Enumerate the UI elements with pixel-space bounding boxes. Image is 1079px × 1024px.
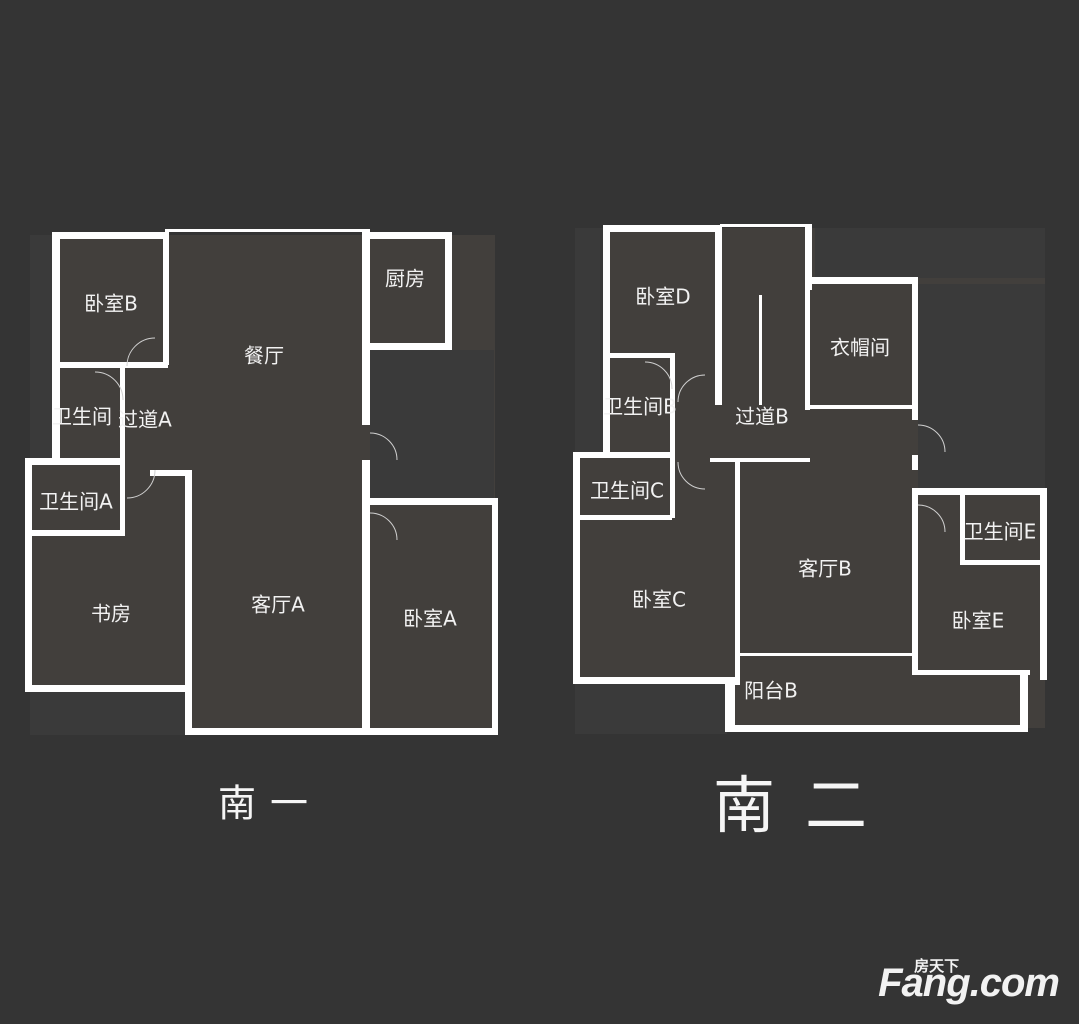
fang-watermark: 房天下 Fang.com [878, 958, 1060, 1006]
room-label-bathroom-c: 卫生间C [590, 478, 664, 503]
room-label-balcony-b: 阳台B [744, 678, 798, 703]
door-swings [94, 337, 946, 541]
walls-south-one [25, 229, 498, 735]
room-label-kitchen: 厨房 [385, 266, 425, 291]
room-label-corridor-b: 过道B [735, 404, 789, 429]
plan-title-south-two: 南二 [712, 769, 898, 842]
room-label-bedroom-c: 卧室C [632, 587, 686, 612]
room-label-bedroom-e: 卧室E [951, 608, 1005, 633]
room-label-bedroom-a: 卧室A [403, 606, 457, 631]
room-label-bathroom-b: 卫生间B [603, 394, 677, 419]
watermark-brand: Fang.com [878, 961, 1060, 1005]
room-label-bedroom-b: 卧室B [84, 291, 138, 316]
room-label-corridor-a: 过道A [118, 407, 172, 432]
room-label-bedroom-d: 卧室D [635, 284, 691, 309]
room-fills [30, 228, 1045, 732]
walls-south-two [573, 224, 1047, 732]
room-label-living-b: 客厅B [798, 556, 852, 581]
watermark-cn: 房天下 [914, 958, 960, 975]
room-label-bathroom-a: 卫生间A [39, 489, 113, 514]
room-label-bathroom-e: 卫生间E [963, 519, 1037, 544]
plan-title-south-one: 南一 [217, 781, 323, 826]
room-label-bathroom: 卫生间 [52, 404, 112, 429]
room-label-cloakroom: 衣帽间 [830, 335, 890, 360]
room-label-living-a: 客厅A [251, 592, 305, 617]
room-label-dining: 餐厅 [244, 343, 284, 368]
room-label-study: 书房 [91, 601, 131, 626]
